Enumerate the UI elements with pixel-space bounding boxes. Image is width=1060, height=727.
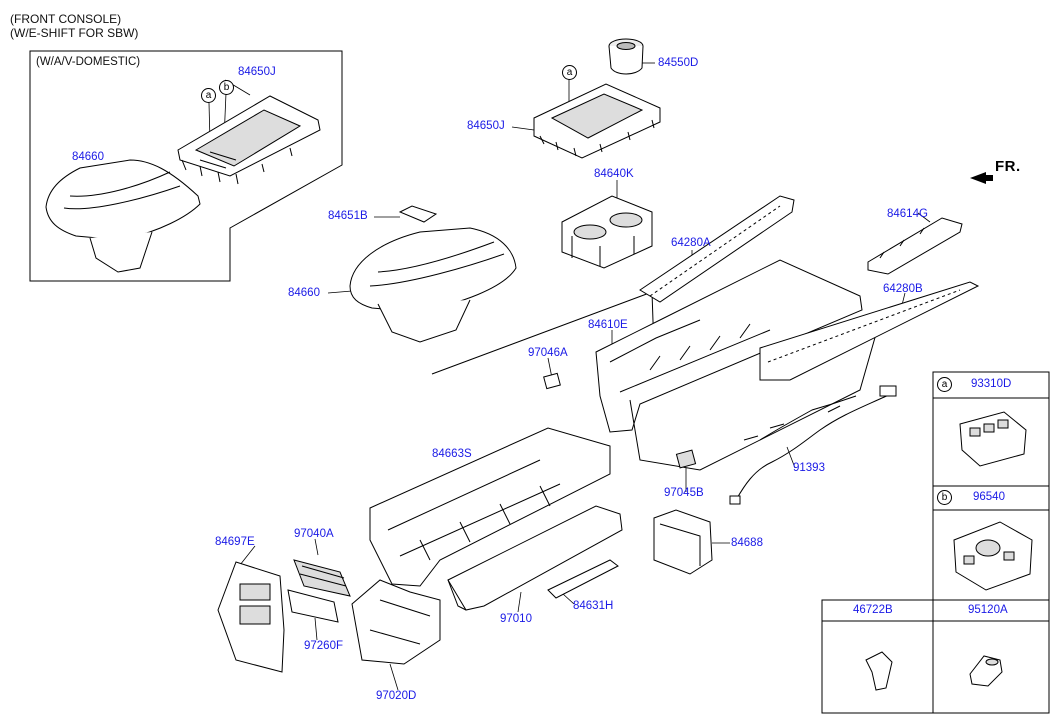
part-label-84650J[interactable]: 84650J xyxy=(467,120,505,132)
cup-holder-shape xyxy=(561,195,653,269)
vent-97040A xyxy=(293,559,351,597)
front-arrow-icon xyxy=(970,172,993,184)
front-direction-label: FR. xyxy=(995,158,1021,175)
part-label-84663S[interactable]: 84663S xyxy=(432,448,472,460)
console-panel-64280A xyxy=(639,195,795,303)
bracket-84688 xyxy=(653,509,713,575)
shift-knob-shape xyxy=(608,38,644,75)
switch-93310D-shape xyxy=(959,411,1027,467)
part-label-84650J-inset[interactable]: 84650J xyxy=(238,66,276,78)
inset-bezel-shape xyxy=(177,95,321,185)
part-label-97045B[interactable]: 97045B xyxy=(664,487,704,499)
panel-part-95120A[interactable]: 95120A xyxy=(968,604,1008,616)
panel-part-46722B[interactable]: 46722B xyxy=(853,604,893,616)
duct-97010 xyxy=(447,505,623,611)
switch-97046A xyxy=(543,372,561,390)
bracket-84631H xyxy=(547,559,619,599)
part-46722B-shape xyxy=(865,651,893,691)
duct-97020D xyxy=(351,579,441,665)
part-label-84660-inset[interactable]: 84660 xyxy=(72,151,104,163)
part-label-84651B[interactable]: 84651B xyxy=(328,210,368,222)
console-panel-64280B xyxy=(759,281,980,381)
part-label-84697E[interactable]: 84697E xyxy=(215,536,255,548)
part-label-97010[interactable]: 97010 xyxy=(500,613,532,625)
part-label-97040A[interactable]: 97040A xyxy=(294,528,334,540)
part-label-64280B[interactable]: 64280B xyxy=(883,283,923,295)
inset-armrest-shape xyxy=(45,159,201,273)
armrest-84660-shape xyxy=(349,227,517,343)
inset-frame xyxy=(29,50,343,282)
header-line-1: (FRONT CONSOLE) xyxy=(10,12,122,26)
part-label-84688[interactable]: 84688 xyxy=(731,537,763,549)
panel-part-96540[interactable]: 96540 xyxy=(973,491,1005,503)
console-bezel-shape xyxy=(533,83,661,159)
panel-part-93310D[interactable]: 93310D xyxy=(971,378,1012,390)
panel-84697E xyxy=(217,561,285,673)
inset-title: (W/A/V-DOMESTIC) xyxy=(36,56,141,68)
bracket-84614G xyxy=(867,217,963,275)
callout-a-main: a xyxy=(562,65,577,80)
frame-84663S xyxy=(369,427,611,587)
header-line-2: (W/E-SHIFT FOR SBW) xyxy=(10,26,139,40)
part-label-84640K[interactable]: 84640K xyxy=(594,168,634,180)
part-label-84610E[interactable]: 84610E xyxy=(588,319,628,331)
switch-96540-shape xyxy=(953,521,1033,591)
part-label-97020D[interactable]: 97020D xyxy=(376,690,417,702)
switch-97045B xyxy=(675,449,697,469)
part-95120A-shape xyxy=(969,655,1003,687)
callout-b-inset: b xyxy=(219,80,234,95)
panel-97260F xyxy=(287,589,339,623)
part-label-84550D[interactable]: 84550D xyxy=(658,57,699,69)
callout-a-inset: a xyxy=(201,88,216,103)
part-label-84660[interactable]: 84660 xyxy=(288,287,320,299)
wiring-harness-91393 xyxy=(729,385,897,505)
part-label-84614G[interactable]: 84614G xyxy=(887,208,928,220)
console-body-84610E xyxy=(595,259,881,471)
part-label-91393[interactable]: 91393 xyxy=(793,462,825,474)
part-label-64280A[interactable]: 64280A xyxy=(671,237,711,249)
panel-marker-a: a xyxy=(937,377,952,392)
pad-84651B-shape xyxy=(398,205,438,223)
panel-marker-b: b xyxy=(937,490,952,505)
part-label-84631H[interactable]: 84631H xyxy=(573,600,614,612)
part-label-97046A[interactable]: 97046A xyxy=(528,347,568,359)
panel-frame-bottom xyxy=(821,599,1050,714)
part-label-97260F[interactable]: 97260F xyxy=(304,640,344,652)
